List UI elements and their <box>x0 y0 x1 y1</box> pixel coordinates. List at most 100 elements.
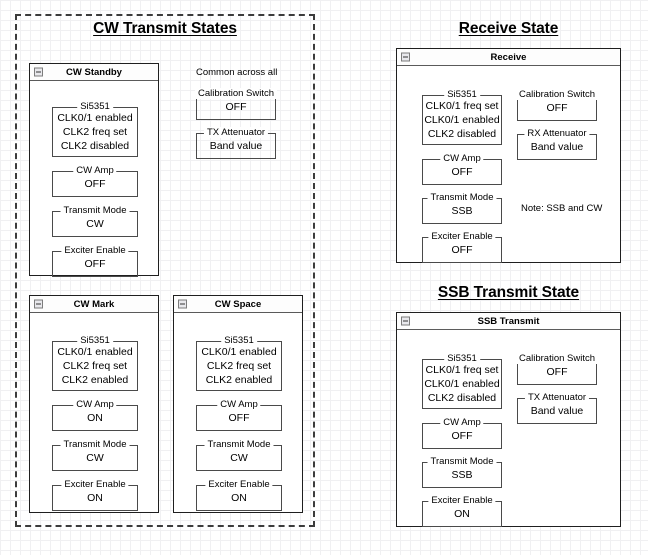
field-transmit-mode-value: CW <box>86 217 104 230</box>
field-cw-amp: CW Amp OFF <box>422 417 502 449</box>
field-exciter-enable-value: ON <box>231 491 247 504</box>
field-calibration-switch-label: Calibration Switch <box>515 353 599 364</box>
field-cw-amp-value: OFF <box>451 429 473 442</box>
field-exciter-enable-label: Exciter Enable <box>61 479 129 490</box>
field-cw-amp-label: CW Amp <box>73 165 117 176</box>
minus-icon[interactable] <box>401 316 410 326</box>
common-field-tx-attenuator-value: Band value <box>209 139 263 152</box>
group-cw-mark-header[interactable]: CW Mark <box>30 296 158 313</box>
field-tx-attenuator-label: TX Attenuator <box>524 392 590 403</box>
group-ssb-transmit-header[interactable]: SSB Transmit <box>397 313 620 330</box>
minus-icon[interactable] <box>34 299 43 309</box>
field-cw-amp-label: CW Amp <box>73 399 117 410</box>
minus-icon[interactable] <box>178 299 187 309</box>
field-calibration-switch-value: OFF <box>546 101 568 114</box>
field-exciter-enable: Exciter Enable ON <box>422 495 502 527</box>
field-exciter-enable-label: Exciter Enable <box>61 245 129 256</box>
common-field-calibration-switch-value: OFF <box>225 100 247 113</box>
group-receive-header[interactable]: Receive <box>397 49 620 66</box>
field-transmit-mode-label: Transmit Mode <box>204 439 274 450</box>
field-exciter-enable-value: ON <box>87 491 103 504</box>
minus-icon[interactable] <box>401 52 410 62</box>
field-rx-attenuator-label: RX Attenuator <box>524 128 590 139</box>
field-cw-amp-label: CW Amp <box>217 399 261 410</box>
field-exciter-enable-label: Exciter Enable <box>205 479 273 490</box>
note-ssb-and-cw: Note: SSB and CW <box>521 203 603 214</box>
field-calibration-switch: Calibration Switch OFF <box>515 89 599 121</box>
field-transmit-mode: Transmit Mode CW <box>196 439 282 471</box>
group-cw-standby-header[interactable]: CW Standby <box>30 64 158 81</box>
common-field-calibration-switch: Calibration Switch OFF <box>194 88 278 120</box>
group-ssb-transmit-title: SSB Transmit <box>477 315 540 327</box>
field-exciter-enable-value: OFF <box>451 243 473 256</box>
field-cw-amp: CW Amp OFF <box>196 399 282 431</box>
section-title-cw-transmit-states: CW Transmit States <box>93 20 237 37</box>
field-transmit-mode: Transmit Mode SSB <box>422 192 502 224</box>
field-exciter-enable: Exciter Enable OFF <box>422 231 502 263</box>
field-exciter-enable-value: ON <box>454 507 470 520</box>
field-transmit-mode: Transmit Mode CW <box>52 205 138 237</box>
field-transmit-mode-value: CW <box>86 451 104 464</box>
field-exciter-enable: Exciter Enable ON <box>52 479 138 511</box>
field-transmit-mode: Transmit Mode SSB <box>422 456 502 488</box>
field-cw-amp: CW Amp OFF <box>52 165 138 197</box>
field-cw-amp-value: ON <box>87 411 103 424</box>
field-exciter-enable-label: Exciter Enable <box>428 495 496 506</box>
common-field-calibration-switch-label: Calibration Switch <box>194 88 278 99</box>
field-cw-amp-value: OFF <box>228 411 250 424</box>
field-cw-amp: CW Amp ON <box>52 399 138 431</box>
field-calibration-switch-label: Calibration Switch <box>515 89 599 100</box>
field-cw-amp-value: OFF <box>84 177 106 190</box>
field-exciter-enable: Exciter Enable OFF <box>52 245 138 277</box>
field-si5351-label: Si5351 <box>77 335 113 346</box>
field-transmit-mode-label: Transmit Mode <box>60 439 130 450</box>
cw-transmit-states-region <box>15 14 315 527</box>
field-si5351-label: Si5351 <box>444 89 480 100</box>
field-transmit-mode-label: Transmit Mode <box>427 456 497 467</box>
minus-icon[interactable] <box>34 67 43 77</box>
field-exciter-enable-label: Exciter Enable <box>428 231 496 242</box>
field-exciter-enable-value: OFF <box>84 257 106 270</box>
section-title-ssb-transmit-state: SSB Transmit State <box>437 284 580 301</box>
field-tx-attenuator-value: Band value <box>530 404 584 417</box>
field-cw-amp: CW Amp OFF <box>422 153 502 185</box>
common-field-tx-attenuator-label: TX Attenuator <box>203 127 269 138</box>
field-cw-amp-label: CW Amp <box>440 417 484 428</box>
field-cw-amp-label: CW Amp <box>440 153 484 164</box>
field-si5351-label: Si5351 <box>77 101 113 112</box>
field-exciter-enable: Exciter Enable ON <box>196 479 282 511</box>
group-cw-mark-title: CW Mark <box>73 298 115 310</box>
group-cw-space-header[interactable]: CW Space <box>174 296 302 313</box>
field-rx-attenuator: RX Attenuator Band value <box>517 128 597 160</box>
field-transmit-mode: Transmit Mode CW <box>52 439 138 471</box>
field-calibration-switch: Calibration Switch OFF <box>515 353 599 385</box>
field-transmit-mode-label: Transmit Mode <box>60 205 130 216</box>
field-si5351-label: Si5351 <box>221 335 257 346</box>
field-transmit-mode-value: SSB <box>451 204 473 217</box>
field-transmit-mode-value: CW <box>230 451 248 464</box>
